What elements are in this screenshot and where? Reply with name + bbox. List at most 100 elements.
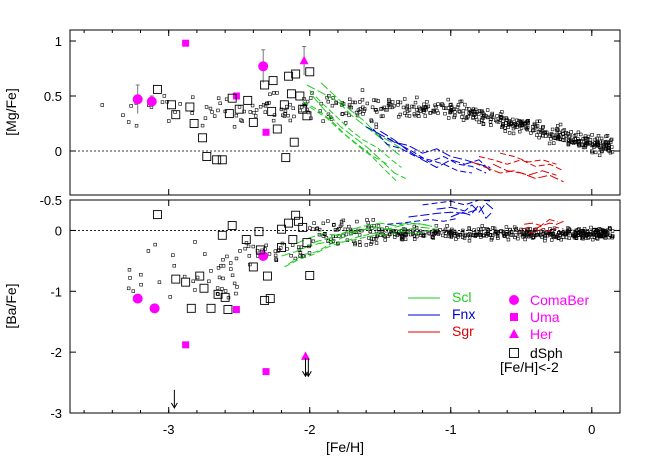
legend-comaber-marker bbox=[509, 295, 519, 305]
bottom-dsph-point bbox=[186, 303, 196, 313]
field-star-point bbox=[326, 99, 330, 104]
field-star-point bbox=[494, 230, 498, 234]
field-star-point bbox=[511, 124, 515, 128]
field-star-point bbox=[589, 225, 593, 230]
field-star-point bbox=[562, 138, 567, 143]
top-dsph-point bbox=[185, 102, 195, 112]
field-star-point bbox=[557, 130, 562, 135]
field-star-point bbox=[157, 280, 162, 284]
field-star-point bbox=[317, 227, 322, 232]
field-star-point bbox=[228, 261, 233, 265]
field-star-point bbox=[312, 221, 316, 225]
field-star-point bbox=[291, 106, 295, 110]
field-star-point bbox=[535, 119, 539, 124]
bottom-dsph-point bbox=[305, 271, 315, 280]
field-star-point bbox=[358, 110, 362, 114]
field-star-point bbox=[230, 273, 235, 278]
field-star-point bbox=[517, 119, 521, 123]
field-star-point bbox=[482, 114, 486, 118]
field-star-point bbox=[519, 126, 524, 130]
field-star-point bbox=[288, 118, 293, 123]
top-dsph-point bbox=[217, 155, 227, 165]
field-star-point bbox=[396, 115, 401, 119]
field-star-point bbox=[591, 143, 595, 147]
field-star-point bbox=[344, 232, 349, 237]
top-uma-point bbox=[182, 39, 190, 47]
top-dsph-point bbox=[224, 109, 234, 119]
field-star-point bbox=[541, 133, 545, 138]
field-star-point bbox=[271, 118, 276, 123]
field-star-point bbox=[500, 125, 504, 129]
x-tick-label: -1 bbox=[445, 422, 457, 437]
bottom-panel-frame bbox=[69, 199, 621, 414]
field-star-point bbox=[569, 130, 573, 134]
field-star-point bbox=[503, 129, 507, 133]
top-dsph-point bbox=[279, 100, 289, 110]
field-star-point bbox=[609, 138, 613, 143]
field-star-point bbox=[582, 227, 587, 231]
top-sgr-line bbox=[478, 156, 564, 172]
field-star-point bbox=[555, 132, 559, 137]
field-star-point bbox=[530, 124, 535, 129]
field-star-point bbox=[464, 106, 469, 111]
field-star-point bbox=[543, 236, 547, 240]
field-star-point bbox=[308, 226, 312, 230]
field-star-point bbox=[441, 233, 445, 238]
field-star-point bbox=[362, 109, 366, 113]
field-star-point bbox=[479, 118, 484, 122]
field-star-point bbox=[558, 233, 562, 237]
field-star-point bbox=[567, 227, 572, 232]
top-dsph-point bbox=[267, 106, 277, 116]
field-star-point bbox=[523, 237, 527, 242]
field-star-point bbox=[215, 292, 220, 296]
field-star-point bbox=[538, 128, 542, 132]
field-star-point bbox=[513, 235, 517, 240]
field-star-point bbox=[551, 134, 555, 139]
field-star-point bbox=[535, 124, 540, 128]
field-star-point bbox=[461, 111, 466, 116]
x-tick-label: -3 bbox=[163, 422, 175, 437]
field-star-point bbox=[486, 232, 490, 236]
field-star-point bbox=[568, 134, 572, 138]
field-star-point bbox=[599, 136, 604, 141]
field-star-point bbox=[394, 229, 398, 233]
field-star-point bbox=[432, 110, 436, 114]
field-star-point bbox=[594, 227, 599, 232]
field-star-point bbox=[576, 130, 581, 134]
field-star-point bbox=[561, 132, 565, 136]
field-star-point bbox=[491, 226, 495, 230]
field-star-point bbox=[333, 228, 338, 232]
field-star-point bbox=[374, 98, 378, 103]
field-star-point bbox=[567, 139, 571, 143]
field-star-point bbox=[232, 125, 237, 129]
field-star-point bbox=[434, 104, 438, 109]
field-star-point bbox=[261, 102, 266, 107]
bottom-sgr-line bbox=[521, 220, 564, 230]
top-scl-line bbox=[309, 90, 402, 168]
bottom-fnx-line bbox=[450, 204, 494, 220]
field-star-point bbox=[442, 229, 447, 234]
bottom-dsph-upper-limit-head bbox=[170, 402, 178, 409]
top-uma-point bbox=[262, 128, 270, 136]
field-star-point bbox=[550, 232, 555, 236]
field-star-point bbox=[121, 113, 125, 117]
field-star-point bbox=[469, 112, 473, 116]
field-star-point bbox=[348, 227, 353, 232]
field-star-point bbox=[436, 111, 440, 115]
field-star-point bbox=[357, 240, 362, 244]
field-star-point bbox=[410, 104, 414, 109]
field-star-point bbox=[485, 108, 490, 112]
field-star-point bbox=[195, 275, 200, 280]
field-star-point bbox=[347, 113, 351, 118]
field-star-point bbox=[268, 92, 272, 96]
field-star-point bbox=[191, 95, 195, 99]
field-star-point bbox=[193, 240, 197, 244]
field-star-point bbox=[449, 102, 453, 107]
top-dsph-point bbox=[171, 110, 181, 120]
field-star-point bbox=[593, 231, 597, 235]
field-star-point bbox=[507, 131, 512, 135]
field-star-point bbox=[461, 109, 466, 113]
field-star-point bbox=[574, 236, 579, 240]
field-star-point bbox=[223, 289, 228, 293]
